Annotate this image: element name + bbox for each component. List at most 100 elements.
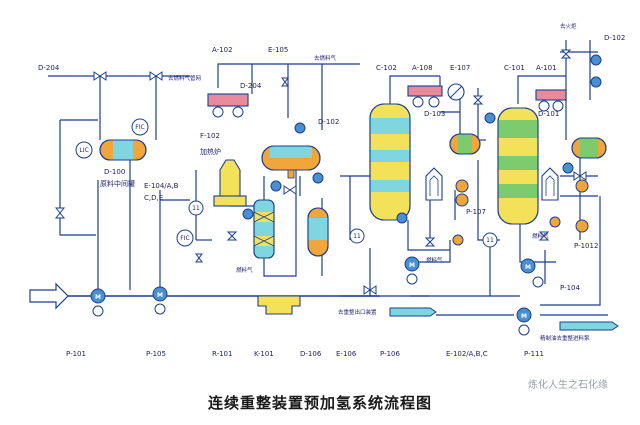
- label-to-torch: 去火炬: [560, 22, 577, 30]
- svg-text:M: M: [525, 264, 531, 271]
- p107-pump-a: [455, 179, 469, 193]
- label-to-fuel-gas: 去燃料气: [314, 54, 337, 62]
- label-furnace: 加热炉: [200, 147, 221, 156]
- watermark: 炼化人生之石化缘: [528, 380, 608, 391]
- bottom-label-p105: P-105: [146, 350, 166, 358]
- p1012-pump-b: [575, 219, 589, 233]
- label-e104-a: E-104/A,B: [144, 182, 179, 190]
- label-d204-top: D-204: [38, 64, 60, 72]
- valves: [54, 49, 587, 295]
- valve-separator: [283, 185, 297, 195]
- label-e107: E-107: [450, 64, 470, 72]
- valve-d204-1: [93, 71, 107, 81]
- valve-e107: [472, 95, 484, 105]
- label-fuel-gas-1: 燃料气: [236, 266, 253, 274]
- label-c102: C-102: [376, 64, 397, 72]
- valve-fic: [195, 253, 203, 263]
- a108-air-cooler: [407, 85, 443, 108]
- c102-level-ball: [396, 212, 408, 224]
- bottom-label-e102: E-102/A,B,C: [446, 350, 488, 358]
- fic-instrument-top: [131, 118, 149, 136]
- c101-column: [497, 107, 539, 225]
- e107-condenser: [447, 83, 465, 101]
- reactor-inlet-ball: [270, 180, 282, 192]
- p106-motor: [406, 273, 418, 285]
- d102-level-ball: [294, 122, 306, 134]
- c102-column: [369, 103, 411, 221]
- fic-instrument-mid: [176, 229, 194, 247]
- d100-feed-drum: LIC FIC: [75, 118, 149, 161]
- to-unit-outlet: [389, 307, 437, 317]
- valve-c102-feed: [363, 285, 377, 295]
- label-p104: P-104: [560, 284, 581, 292]
- label-d102-right: D-102: [604, 34, 625, 42]
- e106-exchanger: [482, 232, 498, 248]
- c101-bottom-pump: [549, 216, 561, 228]
- bottom-label-r101: R-101: [212, 350, 232, 358]
- svg-text:M: M: [409, 262, 415, 269]
- e102-mark: 11: [353, 233, 361, 240]
- label-p107: P-107: [466, 208, 486, 216]
- bottom-equipment-row: P-101 P-105 R-101 K-101 D-106 E-106 P-10…: [66, 350, 544, 358]
- to-reforming-outlet: [559, 321, 619, 331]
- label-d100-name: 原料中间罐: [100, 179, 135, 188]
- label-d102: D-102: [318, 118, 339, 126]
- p105-pump: [152, 286, 168, 302]
- bottom-label-p111: P-111: [524, 350, 544, 358]
- valve-e105: [281, 77, 289, 87]
- p104-motor: [532, 276, 544, 288]
- svg-text:M: M: [521, 313, 527, 320]
- label-f102: F-102: [200, 132, 220, 140]
- label-a102: A-102: [212, 46, 233, 54]
- p101-motor: [92, 305, 104, 317]
- d103-ball: [484, 112, 496, 124]
- k101-compressor: [257, 295, 301, 315]
- label-d101: D-101: [538, 110, 559, 118]
- e104-exchanger: [188, 200, 204, 216]
- d101-reflux-drum: [571, 137, 607, 159]
- label-e105: E-105: [268, 46, 288, 54]
- c101-reboiler: [541, 167, 559, 201]
- p111-pump: [516, 307, 532, 323]
- e104-mark: 11: [192, 205, 200, 212]
- lic-label: LIC: [79, 147, 88, 154]
- feed-inlet-arrow: [29, 282, 69, 310]
- c102-bottom-pump: [452, 234, 464, 246]
- p111-motor: [518, 324, 530, 336]
- f102-furnace: [213, 159, 247, 207]
- fic-label-top: FIC: [135, 124, 144, 131]
- label-e104-b: C,D,E: [144, 194, 163, 202]
- d100-band: [113, 140, 133, 160]
- c102-reboiler: [425, 167, 443, 201]
- fic-label-mid: FIC: [180, 235, 189, 242]
- label-p1012: P-1012: [574, 242, 598, 250]
- e106-mark: 11: [486, 237, 494, 244]
- label-a101: A-101: [536, 64, 557, 72]
- d101-ball: [562, 162, 574, 174]
- svg-text:M: M: [157, 292, 163, 299]
- p106-pump: [404, 256, 420, 272]
- bottom-label-d106: D-106: [300, 350, 322, 358]
- valve-d204-2: [149, 71, 163, 81]
- label-c101: C-101: [504, 64, 525, 72]
- p107-pump-b: [455, 193, 469, 207]
- label-d100: D-100: [104, 168, 125, 176]
- valve-recycle: [54, 207, 66, 219]
- d102-outlet-ball: [312, 172, 324, 184]
- label-fuel-gas-3: 燃料气: [532, 232, 549, 240]
- a102-air-cooler: [207, 93, 249, 118]
- p104-pump: [520, 258, 536, 274]
- label-to-unit: 去重整出口装置: [338, 308, 377, 316]
- page-title: 连续重整装置预加氢系统流程图: [207, 394, 432, 412]
- d106-drum: [307, 207, 329, 257]
- label-d103: D-103: [424, 110, 445, 118]
- p105-motor: [154, 303, 166, 315]
- d102-separator: [261, 145, 321, 179]
- furnace-ball: [242, 208, 254, 220]
- bottom-label-e106: E-106: [336, 350, 357, 358]
- label-to-reforming: 精制油去重整进料泵: [540, 334, 590, 342]
- valve-torch: [560, 49, 572, 59]
- d103-reflux-drum: [449, 133, 481, 155]
